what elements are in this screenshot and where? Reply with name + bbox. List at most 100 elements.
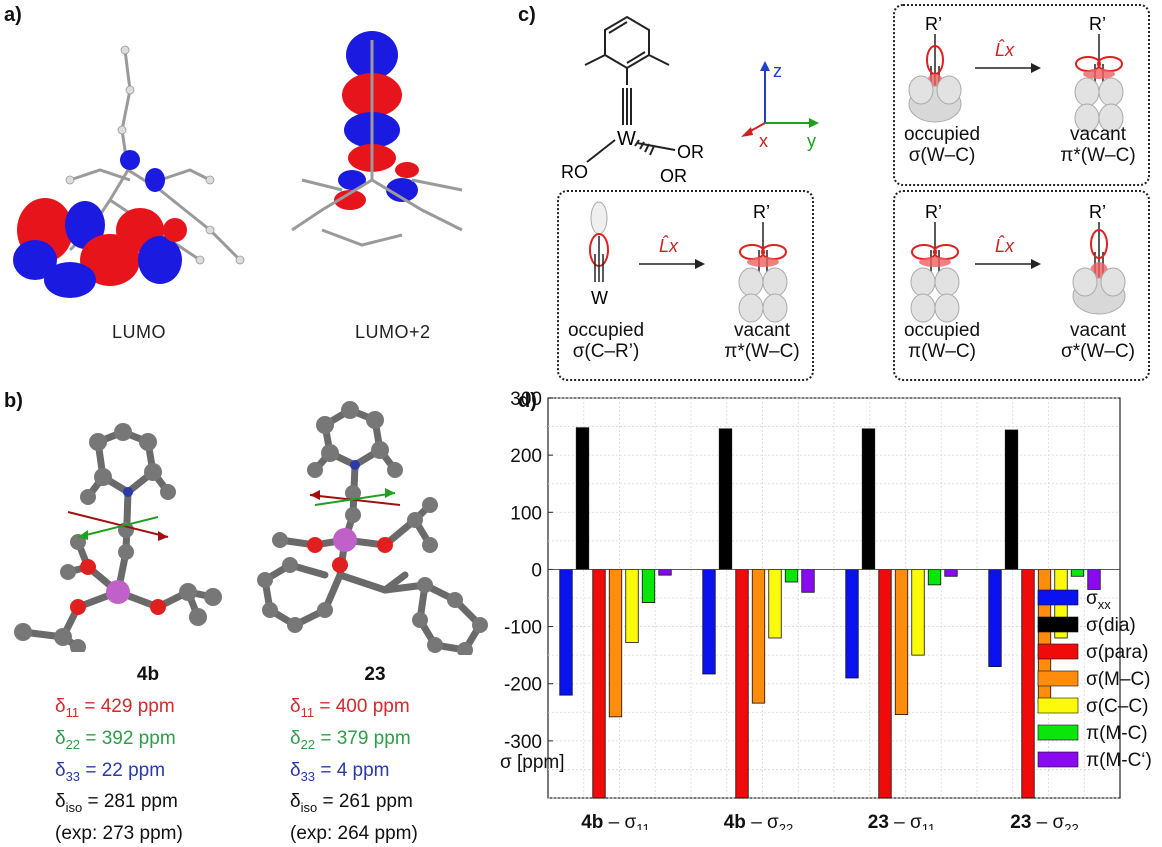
bar xyxy=(944,569,958,577)
orbital-lobe xyxy=(163,218,187,242)
orbital-lobe xyxy=(13,240,57,280)
tungsten-atom-label: W xyxy=(591,288,608,308)
lx-operator: L̂x xyxy=(659,235,679,256)
orbital-lobe xyxy=(65,201,105,249)
bar xyxy=(608,569,623,718)
bar xyxy=(575,427,590,570)
orbital-label: π*(W–C) xyxy=(724,341,800,362)
bar xyxy=(1021,569,1035,799)
lumo-label: LUMO xyxy=(112,322,167,342)
delta33-4b: δ33 = 22 ppm xyxy=(55,759,166,784)
orbital-caption-left: occupied π(W–C) xyxy=(897,320,987,362)
bar xyxy=(702,569,716,675)
lx-operator: L̂x xyxy=(995,235,1015,256)
panel-label-b: b) xyxy=(4,390,23,412)
orbital-transition-diagram: W L̂x R’ xyxy=(589,201,788,323)
state-label: occupied xyxy=(567,320,645,341)
lx-operator: L̂x xyxy=(995,39,1015,60)
y-tick-label: 0 xyxy=(531,560,542,581)
bar xyxy=(735,569,749,799)
panel-label-d: d) xyxy=(518,390,537,412)
x-tick-label: 23 – σ22 xyxy=(1010,812,1078,830)
structure-23-image xyxy=(257,401,488,655)
orbital-caption-right: vacant π*(W–C) xyxy=(719,320,805,362)
legend-swatch xyxy=(1037,724,1079,741)
orbital-lobe xyxy=(120,150,140,170)
bar xyxy=(911,569,925,656)
bar xyxy=(988,569,1002,667)
compound-4b-label: 4b xyxy=(136,664,160,685)
orbital-box-bottom-right: R’ L̂x R’ occupied π(W–C) vacant σ*(W–C) xyxy=(893,190,1150,381)
substituent-label: R’ xyxy=(1089,14,1106,34)
orbital-transition-diagram: R’ L̂x R’ xyxy=(908,14,1124,133)
or-ligand-label-1: OR xyxy=(677,142,704,162)
legend-swatch xyxy=(1037,697,1079,714)
orbital-lobe xyxy=(138,236,182,284)
ro-ligand-label: RO xyxy=(561,162,588,182)
bar xyxy=(1070,569,1085,577)
orbital-label: σ*(W–C) xyxy=(1061,341,1135,362)
bar xyxy=(718,428,733,570)
bar xyxy=(625,569,639,643)
x-tick-label: 4b – σ11 xyxy=(581,812,650,830)
legend-label: σ(C–C) xyxy=(1086,696,1148,717)
bar xyxy=(784,569,799,583)
y-tick-label: 300 xyxy=(510,390,542,410)
state-label: vacant xyxy=(1070,320,1126,341)
legend-swatch xyxy=(1037,751,1079,768)
delta22-23: δ22 = 379 ppm xyxy=(290,727,411,752)
z-axis-label: z xyxy=(773,61,782,81)
bar xyxy=(861,428,876,570)
bar xyxy=(1087,569,1101,590)
tungsten-atom-label: W xyxy=(617,128,636,150)
state-label: vacant xyxy=(1070,124,1126,145)
tungsten-complex-structure: W RO OR OR xyxy=(561,15,704,186)
y-tick-label: 200 xyxy=(510,446,542,467)
legend-label: σ(para) xyxy=(1086,642,1148,663)
delta33-23: δ33 = 4 ppm xyxy=(290,759,390,784)
orbital-lobe xyxy=(145,168,165,192)
coordinate-axes: z x y xyxy=(741,61,819,151)
legend-swatch xyxy=(1037,589,1079,606)
delta11-23: δ11 = 400 ppm xyxy=(290,696,410,720)
legend-label: σxx xyxy=(1086,588,1111,612)
substituent-label: R’ xyxy=(925,14,942,34)
y-axis-label: σ [ppm] xyxy=(500,752,565,773)
orbital-label: π(W–C) xyxy=(908,341,976,362)
exp-4b: (exp: 273 ppm) xyxy=(55,823,183,845)
orbital-lobe xyxy=(395,162,419,178)
orbital-lobe xyxy=(334,190,366,210)
orbital-caption-right: vacant π*(W–C) xyxy=(1055,124,1141,166)
state-label: vacant xyxy=(734,320,790,341)
shifts-4b: δ11 = 429 ppm δ22 = 392 ppm δ33 = 22 ppm… xyxy=(55,694,183,847)
bar xyxy=(801,569,815,593)
bar xyxy=(592,569,606,799)
y-tick-label: -200 xyxy=(504,675,542,696)
orbital-transition-diagram: R’ L̂x R’ xyxy=(910,202,1126,323)
bar xyxy=(894,569,909,715)
orbital-label: π*(W–C) xyxy=(1060,145,1136,166)
state-label: occupied xyxy=(903,320,981,341)
exp-23: (exp: 264 ppm) xyxy=(290,823,418,845)
orbital-box-top-right: R’ L̂x R’ occupied σ(W–C) vacant π*(W–C) xyxy=(893,4,1150,186)
orbital-lobe xyxy=(338,170,366,190)
substituent-label: R’ xyxy=(1089,202,1106,222)
legend-swatch xyxy=(1037,670,1079,687)
bar xyxy=(878,569,892,799)
delta-iso-4b: δiso = 281 ppm xyxy=(55,791,178,816)
lumo-plus-2-orbital-image xyxy=(291,31,463,247)
legend-label: π(M-C‘) xyxy=(1086,750,1152,771)
or-ligand-label-2: OR xyxy=(660,166,687,186)
orbital-box-bottom-left: W L̂x R’ occupied σ(C–R’) vacant π*(W–C) xyxy=(557,190,814,381)
delta11-4b: δ11 = 429 ppm xyxy=(55,696,175,720)
substituent-label: R’ xyxy=(925,202,942,222)
orbital-lobe xyxy=(386,178,418,202)
substituent-label: R’ xyxy=(753,202,770,222)
delta-iso-23: δiso = 261 ppm xyxy=(290,791,413,816)
lumo-plus-2-label: LUMO+2 xyxy=(355,322,431,342)
bar xyxy=(751,569,766,704)
bar xyxy=(1004,429,1019,570)
state-label: occupied xyxy=(903,124,981,145)
legend-label: σ(dia) xyxy=(1086,615,1136,636)
orbital-label: σ(W–C) xyxy=(908,145,976,166)
